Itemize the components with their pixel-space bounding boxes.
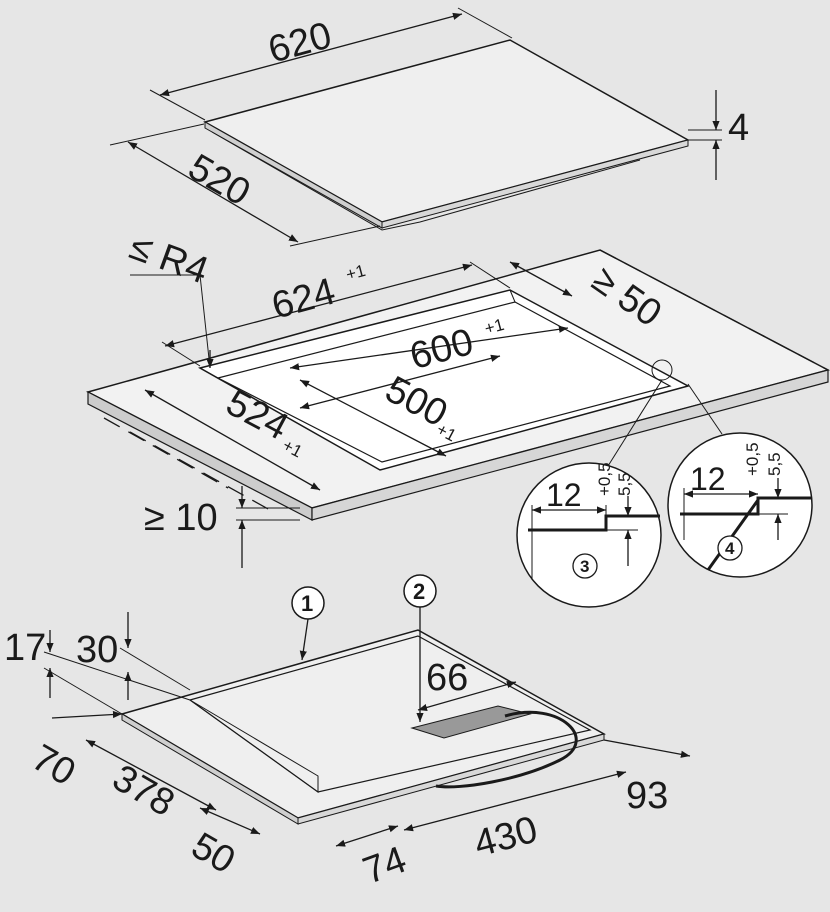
dim-66-label: 66 <box>426 657 468 699</box>
dimension-17: 17 <box>4 627 191 715</box>
detail-circle-4: 12 +0,5 5,5 4 <box>667 383 813 578</box>
dim-93-label: 93 <box>626 775 668 817</box>
dim-74-label: 74 <box>358 839 412 893</box>
detail-circle-3: 12 +0,5 5,5 3 <box>516 359 673 608</box>
dim-520-label: 520 <box>181 146 257 214</box>
dim-600-tol: +1 <box>482 315 506 338</box>
dim-430-label: 430 <box>470 809 542 866</box>
dim-30-label: 30 <box>76 629 118 671</box>
detail-4-rebate: 12 <box>690 461 726 497</box>
dimension-93: 93 <box>603 739 691 817</box>
dim-10-label: ≥ 10 <box>144 497 218 539</box>
hob-underside <box>120 629 606 825</box>
dim-620-label: 620 <box>264 15 336 72</box>
detail-4-tol: +0,5 <box>743 442 762 476</box>
callout-2-number: 2 <box>413 579 425 604</box>
dim-4-label: 4 <box>728 107 749 149</box>
dim-17-label: 17 <box>4 627 46 669</box>
detail-3-number: 3 <box>580 557 589 576</box>
dimension-50: 50 <box>184 807 261 883</box>
dim-radius-label: ≤ R4 <box>124 226 214 293</box>
dim-70-label: 70 <box>25 737 83 795</box>
detail-3-depth: 5,5 <box>615 472 634 496</box>
callout-1-number: 1 <box>301 591 313 616</box>
detail-4-number: 4 <box>725 539 735 558</box>
dimension-70: 70 <box>25 710 123 795</box>
dim-378-label: 378 <box>105 757 181 825</box>
detail-3-rebate: 12 <box>546 477 582 513</box>
dim-50-label: 50 <box>184 825 242 883</box>
dim-624-tol: +1 <box>344 261 368 284</box>
callout-1: 1 <box>291 586 325 661</box>
dimension-height-4: 4 <box>688 90 749 180</box>
cable-box <box>410 705 532 739</box>
dimension-worktop-thickness: ≥ 10 <box>144 486 300 568</box>
dimension-66: 66 <box>417 657 517 711</box>
dimension-30: 30 <box>76 612 191 700</box>
detail-4-depth: 5,5 <box>765 452 784 476</box>
detail-3-tol: +0,5 <box>595 462 614 496</box>
dimension-74: 74 <box>335 825 412 893</box>
dim-624-label: 624 <box>268 271 340 328</box>
